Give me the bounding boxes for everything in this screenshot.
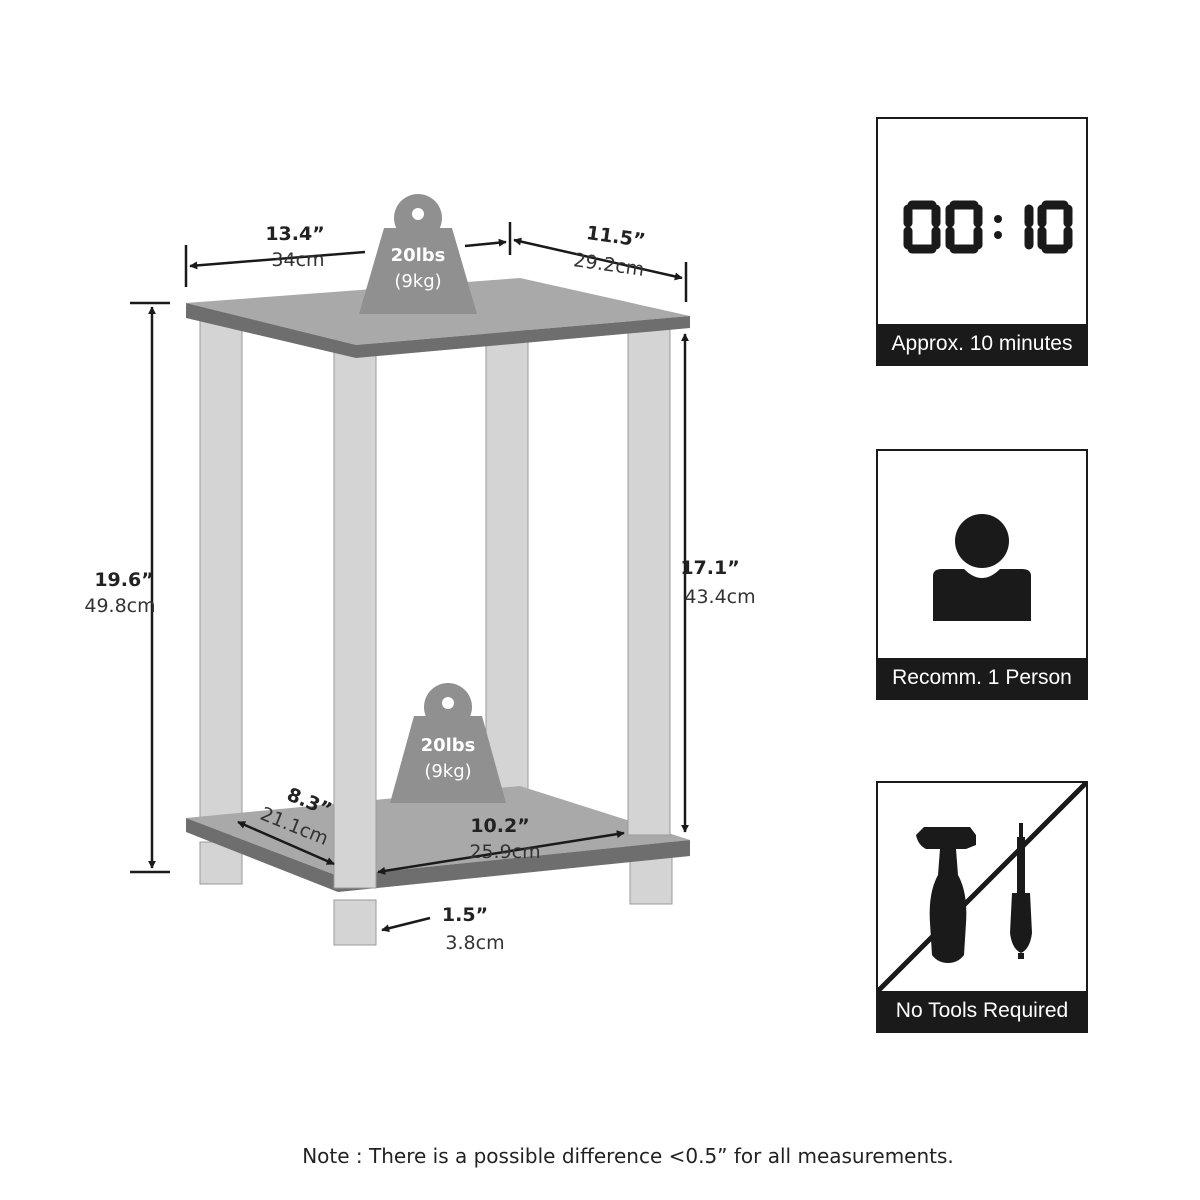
dimension-lines: [130, 222, 689, 933]
weight-bottom-kg: (9kg): [424, 761, 471, 782]
width-arrow: [189, 250, 366, 270]
weight-bottom-icon: 20lbs (9kg): [390, 683, 506, 803]
no-tools-icon: [876, 781, 1088, 993]
bottom-width-cm: 25.9cm: [469, 841, 540, 863]
tools-required-panel: No Tools Required: [876, 781, 1088, 1033]
hammer-icon: [916, 827, 976, 963]
weight-top-icon: 20lbs (9kg): [359, 194, 477, 314]
assembly-time-panel: Approx. 10 minutes: [876, 117, 1088, 366]
assembly-time-caption: Approx. 10 minutes: [878, 324, 1086, 364]
back-left-leg: [199, 319, 243, 836]
foot-arrow: [381, 916, 431, 933]
tools-required-caption: No Tools Required: [878, 991, 1086, 1031]
front-left-foot: [333, 899, 377, 946]
digital-clock-icon: [878, 119, 1086, 324]
weight-top-kg: (9kg): [394, 271, 441, 292]
depth-in: 11.5”: [585, 222, 647, 252]
top-shelf-edge: [186, 303, 690, 358]
foot-height-cm: 3.8cm: [445, 932, 504, 954]
total-height-in: 19.6”: [94, 569, 153, 591]
weight-top-lbs: 20lbs: [391, 245, 446, 266]
bottom-depth-arrow: [237, 820, 335, 866]
total-height-cm: 49.8cm: [84, 595, 155, 617]
shelf-height-cm: 43.4cm: [684, 586, 755, 608]
people-required-caption: Recomm. 1 Person: [878, 658, 1086, 698]
bottom-width-arrow: [377, 830, 625, 875]
width-cm: 34cm: [271, 249, 324, 271]
measurement-note: Note : There is a possible difference <0…: [302, 1144, 954, 1168]
bottom-shelf-edge: [186, 818, 690, 892]
depth-arrow: [513, 237, 683, 281]
back-mid-leg: [485, 329, 529, 791]
weight-bottom-lbs: 20lbs: [421, 735, 476, 756]
front-right-leg: [627, 324, 671, 836]
front-left-leg: [333, 339, 377, 889]
width-in: 13.4”: [265, 223, 324, 245]
person-icon: [878, 451, 1086, 658]
table-drawing: [186, 278, 690, 946]
shelf-height-in: 17.1”: [680, 557, 739, 579]
foot-height-in: 1.5”: [442, 904, 488, 926]
bottom-width-in: 10.2”: [470, 815, 529, 837]
people-required-panel: Recomm. 1 Person: [876, 449, 1088, 700]
depth-cm: 29.2cm: [572, 249, 646, 281]
screwdriver-icon: [1010, 823, 1032, 959]
